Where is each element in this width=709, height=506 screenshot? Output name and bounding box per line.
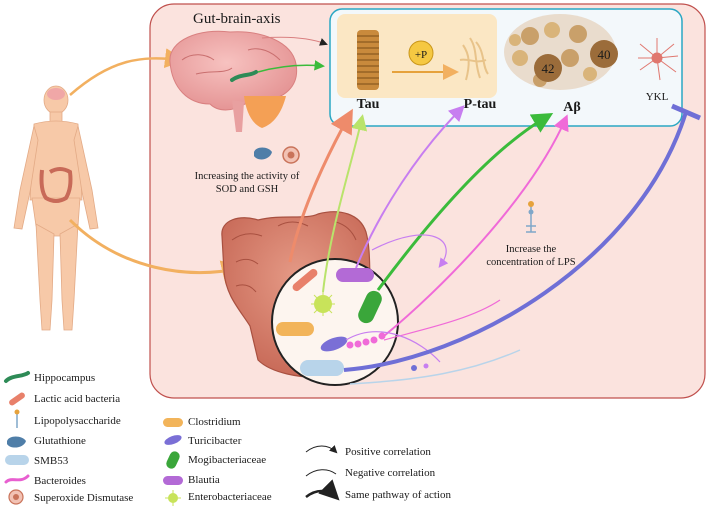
plaque-40-label: 40	[598, 47, 611, 62]
figure-to-gut-arrow	[68, 218, 246, 284]
diagram-title: Gut-brain-axis	[193, 11, 281, 27]
glutathione-icon	[7, 436, 26, 448]
superoxide-dismutase-icon	[8, 489, 24, 505]
human-gut-mini-icon	[39, 167, 73, 203]
blautia-to-ptau-arrow	[355, 105, 465, 269]
phosphorylation-arrow	[392, 40, 459, 80]
lipopolysaccharide-icon	[14, 409, 20, 428]
ykl-astrocyte-icon	[638, 38, 679, 81]
lactic-to-tau-arrow	[288, 108, 353, 263]
amyloid-plaques-icon	[504, 14, 618, 90]
abeta-label: Aβ	[563, 100, 581, 115]
plaque-42-label: 42	[542, 61, 555, 76]
human-brain-mini-icon	[47, 88, 65, 100]
lps-annotation-line2: concentration of LPS	[486, 257, 575, 268]
smb53-in-gut-icon	[300, 360, 344, 376]
p-tau-tangle-icon	[459, 37, 489, 81]
legend-left-icons	[4, 371, 30, 505]
pathway-junction-node-2	[423, 363, 429, 369]
lactic-acid-bacteria-icon	[9, 392, 25, 406]
legend-negative-correlation-label: Negative correlation	[345, 467, 436, 479]
bacteroides-to-abeta-arrow	[383, 114, 569, 337]
hippocampus-icon	[4, 371, 30, 383]
legend-superoxide-dismutase-label: Superoxide Dismutase	[34, 492, 134, 504]
lactic-acid-bacteria-in-gut-icon	[292, 268, 318, 292]
ykl-label: YKL	[646, 91, 669, 103]
legend-lipopolysaccharide-label: Lipopolysaccharide	[34, 415, 121, 427]
legend-turicibacter-label: Turicibacter	[188, 435, 242, 447]
tau-fibril-icon	[357, 30, 379, 90]
sod-gsh-annotation-line1: Increasing the activity of	[195, 171, 300, 182]
brain-to-targets-arrow	[261, 36, 328, 46]
microbiota-magnifier	[271, 258, 399, 386]
pathway-junction-node	[411, 365, 417, 371]
turicibacter-in-gut-icon	[320, 336, 348, 352]
turicibacter-violet-arrow	[345, 331, 441, 363]
human-body-icon	[13, 85, 99, 331]
negative-correlation-icon	[305, 469, 337, 477]
legend-lactic-acid-bacteria-label: Lactic acid bacteria	[34, 393, 121, 405]
gut-violet-loop-arrow	[371, 234, 449, 268]
legend-same-pathway-label: Same pathway of action	[345, 489, 451, 501]
legend-bacteroides-label: Bacteroides	[34, 475, 86, 487]
turicibacter-icon	[164, 435, 182, 445]
legend-mogibacteriaceae-label: Mogibacteriaceae	[188, 454, 267, 466]
clostridium-icon	[163, 418, 183, 427]
smb53-icon	[5, 455, 29, 465]
bacteroides-in-gut-icon	[346, 332, 386, 349]
figure-to-brain-arrow	[69, 48, 185, 96]
smb53-to-ykl-secondary	[349, 349, 521, 385]
legend-right-icons	[305, 444, 340, 501]
legend-mid-icons	[163, 418, 183, 506]
brain-icon	[169, 30, 298, 132]
legend-smb53-label: SMB53	[34, 455, 69, 467]
clostridium-in-gut-icon	[276, 322, 314, 336]
lipopolysaccharide-icon-scene	[526, 201, 536, 233]
lps-annotation-line1: Increase the	[506, 244, 557, 255]
hippocampus-in-brain-icon	[230, 70, 258, 82]
tau-label: Tau	[357, 97, 380, 112]
legend-enterobacteriaceae-label: Enterobacteriaceae	[188, 491, 272, 503]
p-tau-label: P-tau	[464, 97, 497, 112]
ykl-inhibition-bar	[671, 103, 701, 121]
blautia-icon	[163, 476, 183, 485]
bacteroides-to-lps-arrow	[383, 299, 501, 341]
plus-p-label: +P	[415, 49, 427, 61]
enterobacteriaceae-to-tau-arrow	[322, 114, 368, 293]
glutathione-icon-scene	[254, 147, 272, 160]
legend-positive-correlation-label: Positive correlation	[345, 446, 431, 458]
sod-gsh-annotation-line2: SOD and GSH	[216, 184, 279, 195]
mogibacteriaceae-to-abeta-arrow	[376, 112, 554, 291]
hippocampus-to-targets-arrow	[257, 60, 325, 73]
positive-correlation-icon	[305, 444, 338, 454]
smb53-to-ykl-arrow	[343, 111, 688, 372]
blautia-in-gut-icon	[336, 268, 374, 282]
mogibacteriaceae-in-gut-icon	[358, 290, 382, 324]
mogibacteriaceae-icon	[166, 451, 180, 469]
superoxide-dismutase-icon-scene	[282, 146, 300, 164]
bacteroides-icon	[4, 474, 30, 484]
legend-hippocampus-label: Hippocampus	[34, 372, 96, 384]
same-pathway-icon	[305, 479, 340, 501]
phosphate-icon	[408, 40, 434, 66]
legend-blautia-label: Blautia	[188, 474, 220, 486]
legend-clostridium-label: Clostridium	[188, 416, 241, 428]
enterobacteriaceae-icon	[165, 490, 181, 506]
legend-glutathione-label: Glutathione	[34, 435, 86, 447]
enterobacteriaceae-in-gut-icon	[311, 292, 335, 316]
